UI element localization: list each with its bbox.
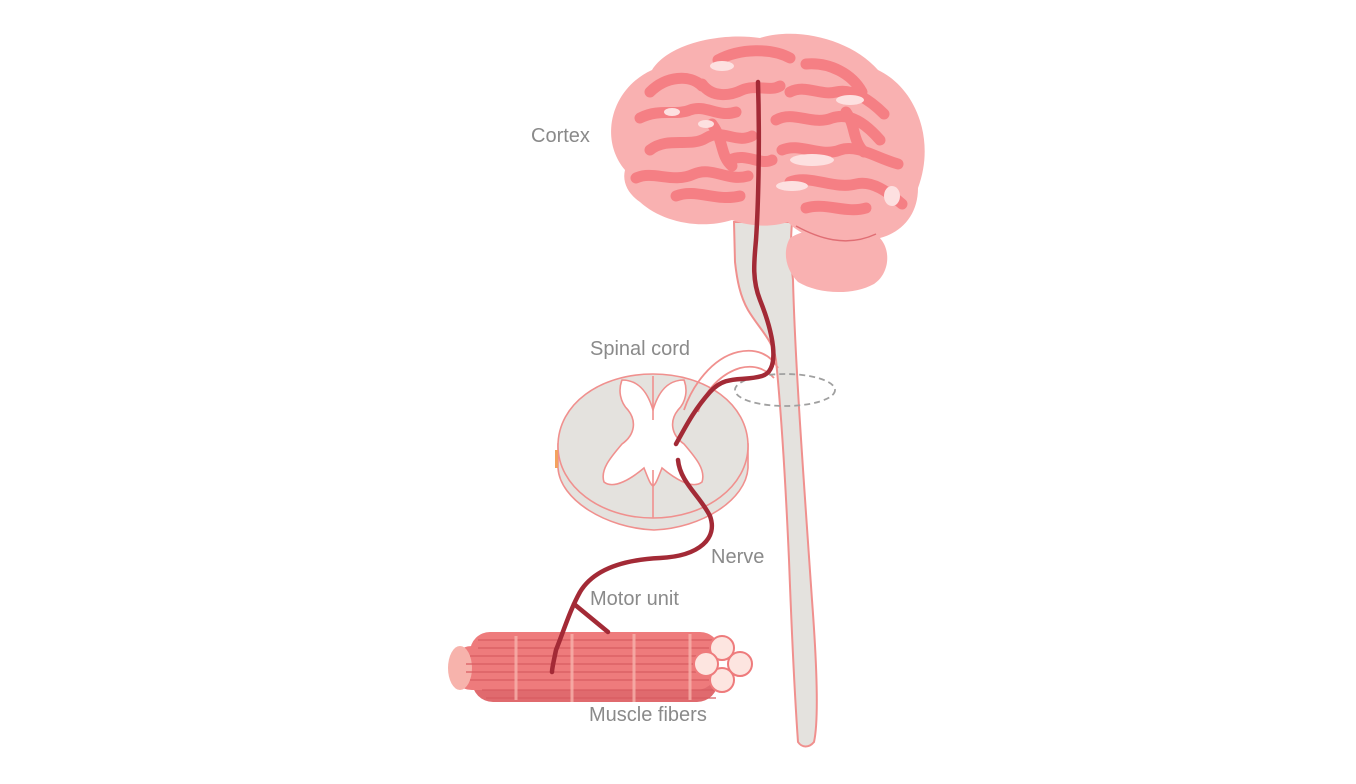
nerve-fiber [549,457,714,675]
brain-highlights [664,61,900,206]
motor-pathway [549,79,776,675]
muscle-bands [514,634,692,702]
nerve-label: Nerve [711,546,765,568]
muscle-left-cap [448,646,472,690]
muscle-end-caps [693,635,753,693]
brain [611,33,925,293]
cord-side-mark [555,450,558,468]
cerebellum [785,227,888,293]
muscle-striations [466,639,716,699]
motor-unit-branch [571,601,611,635]
temporal-lobe-edge [795,225,877,242]
muscle-bundle-middle [450,646,718,690]
spinal-cord-label: Spinal cord [590,338,691,360]
spinal-cord-cross-section [555,373,749,531]
upper-motor-neuron [673,79,776,447]
section-ring [734,373,836,407]
muscle-fibers [448,632,753,702]
cortex-label: Cortex [531,125,590,147]
muscle-fibers-label: Muscle fibers [589,704,707,726]
motor-unit-label: Motor unit [590,588,679,610]
